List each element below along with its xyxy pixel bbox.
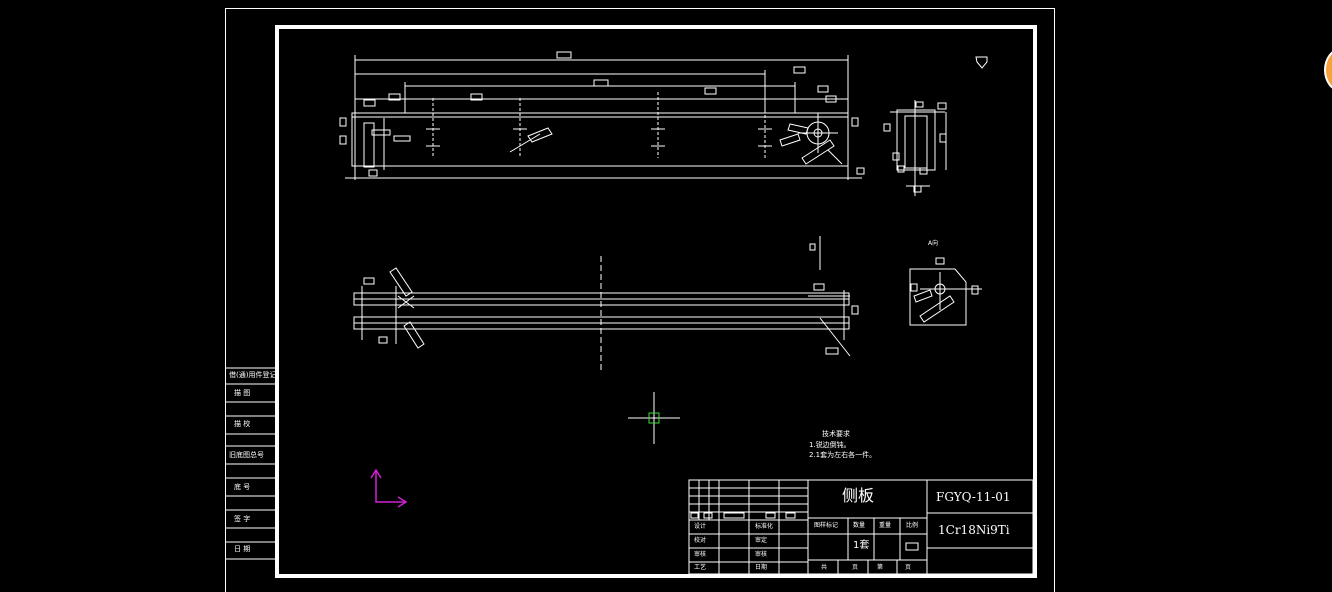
side-label-base-no: 底 号 [234, 483, 251, 491]
title-block-grid [688, 479, 1034, 575]
plan-view [353, 236, 859, 370]
view-label-a: A向 [928, 240, 939, 247]
label-standardize: 标准化 [755, 523, 774, 530]
side-label-trace-check: 描 校 [234, 420, 251, 428]
label-process: 工艺 [694, 564, 707, 571]
material: 1Cr18Ni9Ti [938, 523, 1010, 537]
front-view [339, 51, 865, 180]
side-label-signature: 签 字 [234, 515, 251, 523]
label-approve: 审定 [755, 537, 768, 544]
side-label-date: 日 期 [234, 545, 251, 553]
label-check: 校对 [694, 537, 707, 544]
header-scale: 比例 [906, 522, 919, 529]
side-table-grid [225, 367, 277, 560]
tech-req-item-1: 1.锐边倒钝。 [809, 441, 851, 449]
side-label-trace: 描 图 [234, 389, 251, 397]
label-date: 日期 [755, 564, 768, 571]
header-mark: 图样标记 [814, 522, 839, 529]
tech-req-item-2: 2.1套为左右各一件。 [809, 451, 877, 459]
header-weight: 重量 [879, 522, 892, 529]
ucs-axis-icon [370, 468, 408, 508]
footer-page: 页 [905, 564, 912, 571]
tech-req-title: 技术要求 [822, 430, 850, 438]
side-label-old-drawing-no: 旧底图总号 [229, 451, 264, 459]
quantity: 1套 [853, 540, 870, 551]
label-design: 设计 [694, 523, 707, 530]
end-view [883, 56, 988, 196]
label-review: 审核 [694, 551, 707, 558]
footer-pages: 页 [852, 564, 859, 571]
sheet-inner-border [275, 25, 1037, 578]
header-quantity: 数量 [853, 522, 866, 529]
footer-total: 共 [821, 564, 828, 571]
label-review-2: 审核 [755, 551, 768, 558]
crosshair-pickbox-icon [628, 392, 680, 444]
a-view-detail [909, 257, 982, 326]
sheet-outer-frame [225, 8, 1055, 592]
side-label-borrowed: 借(通)用件登记 [229, 371, 277, 379]
drawing-number: FGYQ-11-01 [936, 490, 1011, 504]
footer-sheet: 第 [877, 564, 884, 571]
part-name: 侧板 [842, 486, 875, 505]
